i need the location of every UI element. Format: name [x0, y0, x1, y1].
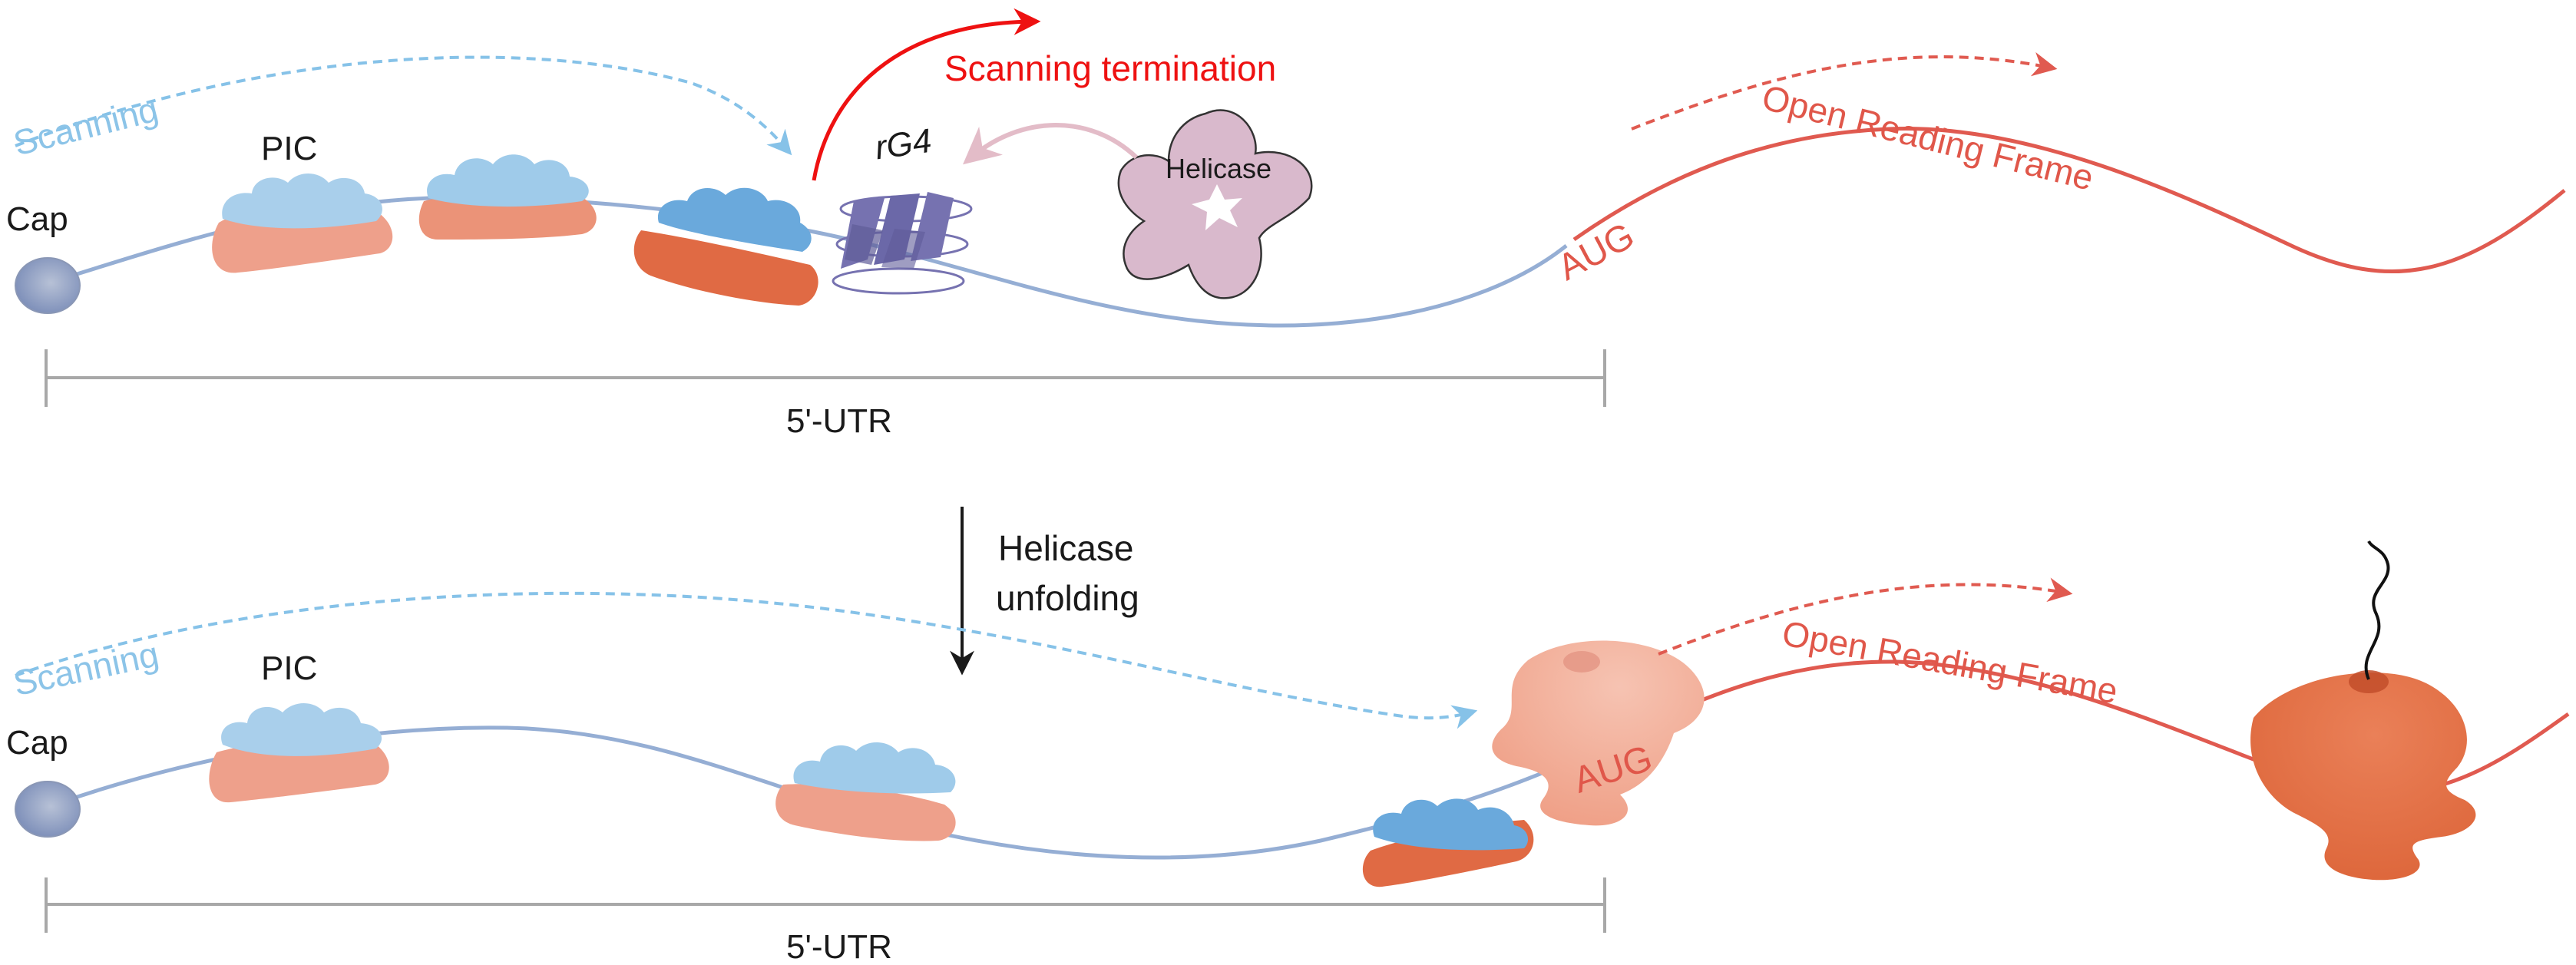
bottom-panel: Cap PIC AUG Scanning — [6, 540, 2570, 965]
bottom-scanning-arrow — [15, 591, 1478, 729]
ribosome-body-icon — [2250, 673, 2476, 881]
top-rg4-label: rG4 — [873, 122, 934, 167]
transition-label-line1: Helicase — [998, 528, 1133, 568]
top-helicase-center-icon — [1192, 184, 1242, 230]
large-subunit-icon — [775, 784, 956, 841]
small-subunit-icon — [1373, 798, 1529, 851]
bottom-utr-bracket — [45, 877, 1606, 933]
bottom-pic-2 — [775, 742, 956, 841]
ribosome-body-icon — [1492, 640, 1705, 826]
small-subunit-icon — [427, 154, 589, 207]
small-subunit-icon — [657, 187, 812, 252]
bottom-utr-label: 5'-UTR — [786, 928, 892, 965]
top-scanning-label: Scanning — [9, 89, 162, 164]
bottom-scanning-label: Scanning — [10, 633, 162, 703]
bottom-cap-icon — [15, 781, 81, 838]
top-cap-icon — [15, 257, 81, 314]
top-pic-1 — [212, 174, 393, 273]
bottom-ribosome-aug — [1492, 640, 1705, 826]
bottom-orf-arrow — [1658, 577, 2073, 656]
top-utr-label: 5'-UTR — [786, 402, 892, 440]
bottom-cap-label: Cap — [6, 724, 68, 762]
small-subunit-icon — [221, 703, 382, 756]
top-panel: Cap PIC rG4 — [6, 8, 2566, 440]
top-rg4-structure — [832, 192, 973, 295]
large-subunit-icon — [633, 230, 818, 306]
top-pic-3 — [633, 187, 818, 306]
top-helicase-action-arrow — [963, 123, 1139, 165]
bottom-ribosome-elongating — [2250, 540, 2476, 881]
top-utr-bracket — [45, 349, 1606, 407]
top-pic-label: PIC — [261, 130, 317, 167]
small-subunit-icon — [222, 174, 382, 229]
bottom-pic-3 — [1362, 798, 1534, 887]
nascent-peptide-icon — [2364, 540, 2390, 680]
bottom-orf-label: Open Reading Frame — [1779, 613, 2121, 711]
small-subunit-icon — [793, 742, 956, 794]
bottom-pic-1 — [209, 703, 389, 803]
top-termination-arrow — [812, 8, 1041, 181]
large-subunit-icon — [209, 741, 389, 803]
ribosome-tunnel-icon — [1563, 651, 1600, 673]
top-pic-2 — [418, 154, 597, 240]
top-mrna-orf — [1572, 127, 2566, 273]
top-helicase-label: Helicase — [1166, 153, 1271, 184]
top-scanning-arrow — [15, 55, 792, 156]
bottom-pic-label: PIC — [261, 649, 317, 687]
top-cap-label: Cap — [6, 200, 68, 238]
top-termination-label: Scanning termination — [944, 48, 1276, 88]
ribosome-tunnel-icon — [2349, 670, 2389, 693]
transition: Helicase unfolding — [950, 507, 1139, 676]
transition-label-line2: unfolding — [996, 578, 1139, 618]
